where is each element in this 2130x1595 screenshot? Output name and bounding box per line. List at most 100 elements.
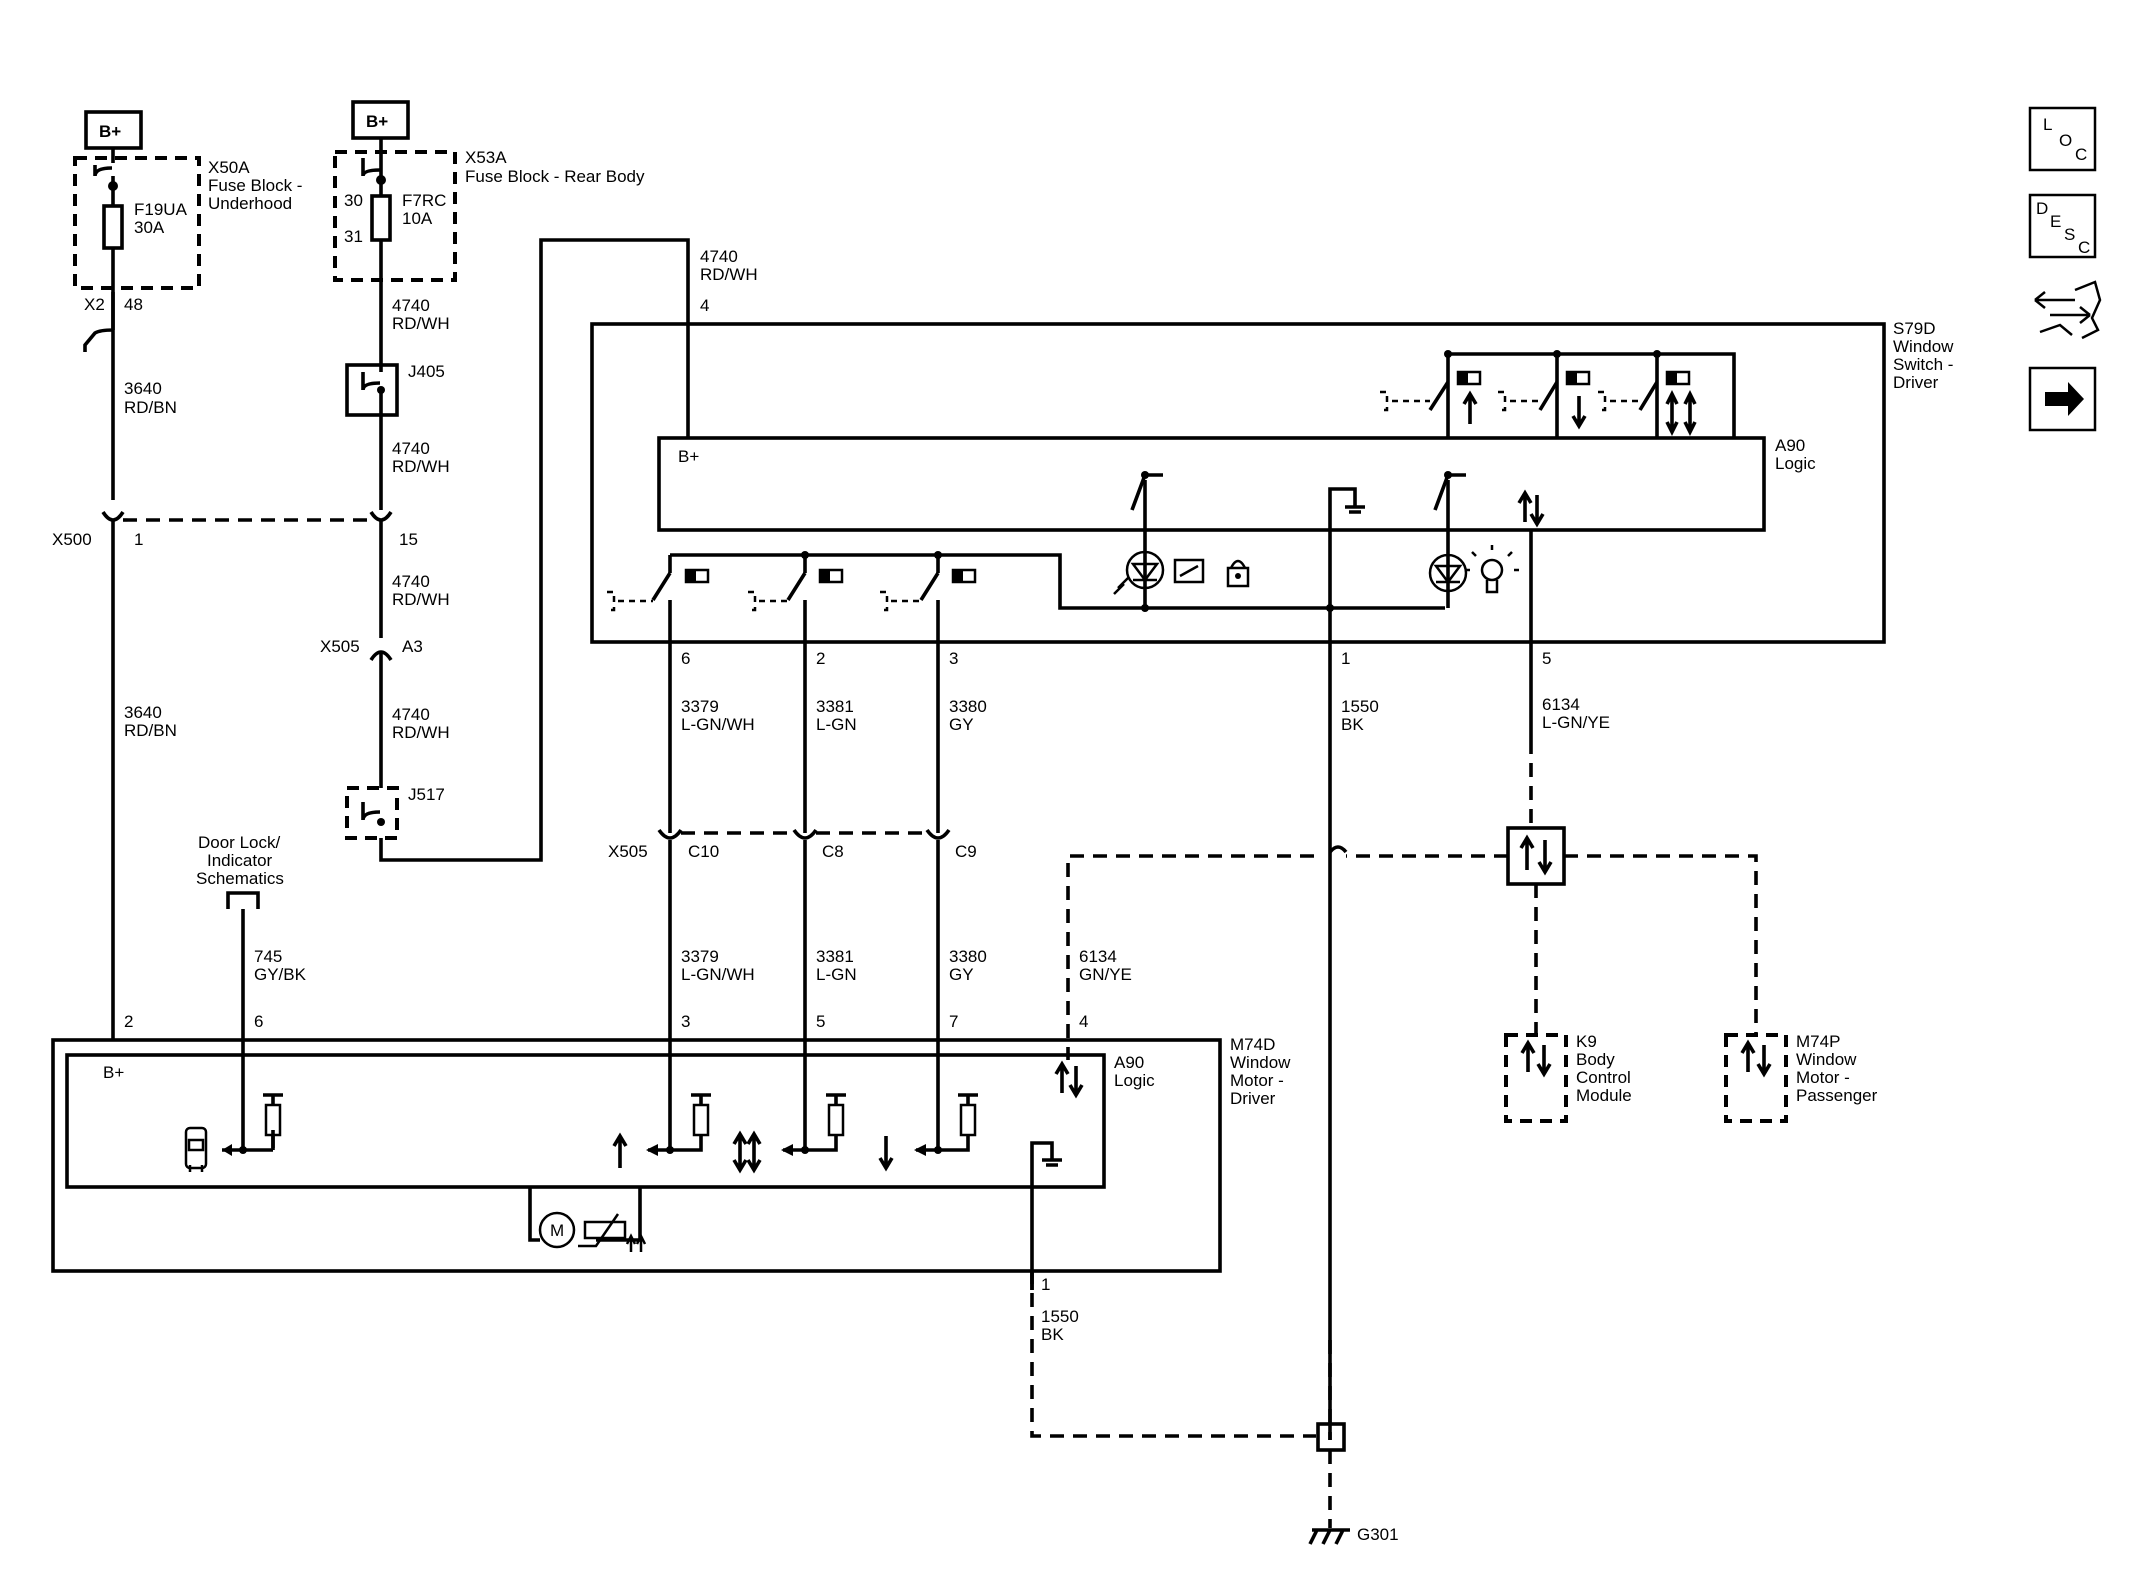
- door-ajar-icon: [184, 1126, 208, 1172]
- svg-text:Passenger: Passenger: [1796, 1086, 1878, 1105]
- svg-text:C10: C10: [688, 842, 719, 861]
- svg-text:X2: X2: [84, 295, 105, 314]
- door-lock-indicator-reference: Door Lock/ Indicator Schematics: [196, 833, 284, 909]
- svg-text:M74D: M74D: [1230, 1035, 1275, 1054]
- svg-text:Window: Window: [1796, 1050, 1857, 1069]
- lin-bus-splice: [1506, 826, 1566, 886]
- battery-supply-left: B+: [84, 110, 143, 150]
- svg-text:1550: 1550: [1341, 697, 1379, 716]
- svg-text:3380: 3380: [949, 947, 987, 966]
- svg-text:B+: B+: [103, 1063, 124, 1082]
- svg-text:X500: X500: [52, 530, 92, 549]
- svg-text:GN/YE: GN/YE: [1079, 965, 1132, 984]
- svg-text:7: 7: [949, 1012, 958, 1031]
- svg-text:5: 5: [816, 1012, 825, 1031]
- svg-text:X505: X505: [608, 842, 648, 861]
- fuse-block-underhood: X50A Fuse Block - Underhood: [73, 156, 302, 290]
- svg-text:1: 1: [1041, 1275, 1050, 1294]
- svg-text:10A: 10A: [402, 209, 433, 228]
- battery-supply-middle: B+: [351, 100, 410, 140]
- connector-views-icon[interactable]: [2034, 280, 2102, 340]
- svg-text:L: L: [2043, 115, 2052, 134]
- fuse-f19ua: F19UA 30A: [102, 200, 188, 250]
- svg-text:L-GN/YE: L-GN/YE: [1542, 713, 1610, 732]
- svg-text:K9: K9: [1576, 1032, 1597, 1051]
- svg-text:4740: 4740: [392, 296, 430, 315]
- svg-text:6: 6: [254, 1012, 263, 1031]
- svg-text:3380: 3380: [949, 697, 987, 716]
- svg-text:3640: 3640: [124, 379, 162, 398]
- lock-indicator-led: [1113, 471, 1250, 612]
- svg-text:6134: 6134: [1542, 695, 1580, 714]
- svg-text:31: 31: [344, 227, 363, 246]
- next-page-button[interactable]: [2028, 366, 2097, 432]
- svg-text:3381: 3381: [816, 697, 854, 716]
- svg-text:RD/WH: RD/WH: [392, 314, 450, 333]
- svg-text:3379: 3379: [681, 947, 719, 966]
- svg-text:S79D: S79D: [1893, 319, 1936, 338]
- svg-text:M74P: M74P: [1796, 1032, 1840, 1051]
- svg-text:3: 3: [681, 1012, 690, 1031]
- svg-text:4740: 4740: [392, 705, 430, 724]
- svg-text:M: M: [550, 1221, 564, 1240]
- svg-text:C8: C8: [822, 842, 844, 861]
- svg-text:A90: A90: [1114, 1053, 1144, 1072]
- loc-button[interactable]: L O C: [2028, 106, 2097, 172]
- svg-text:6: 6: [681, 649, 690, 668]
- window-switch-contacts: [607, 551, 1445, 833]
- body-control-module-k9: K9 Body Control Module: [1504, 1032, 1632, 1123]
- svg-text:X53A: X53A: [465, 148, 507, 167]
- svg-text:4740: 4740: [392, 572, 430, 591]
- svg-text:RD/WH: RD/WH: [392, 457, 450, 476]
- svg-text:GY: GY: [949, 715, 974, 734]
- svg-text:1: 1: [1341, 649, 1350, 668]
- svg-text:30: 30: [344, 191, 363, 210]
- desc-button[interactable]: D E S C: [2028, 193, 2097, 259]
- svg-text:F7RC: F7RC: [402, 191, 446, 210]
- svg-text:3: 3: [949, 649, 958, 668]
- svg-text:Switch -: Switch -: [1893, 355, 1953, 374]
- svg-text:Fuse Block -: Fuse Block -: [208, 176, 302, 195]
- input-pullup-resistors: [263, 1093, 978, 1152]
- svg-text:BK: BK: [1341, 715, 1364, 734]
- svg-text:Driver: Driver: [1230, 1089, 1276, 1108]
- svg-text:F19UA: F19UA: [134, 200, 188, 219]
- motor-logic-a90: B+ A90 Logic: [65, 1053, 1155, 1189]
- switch-logic-a90: B+ A90 Logic: [657, 436, 1816, 532]
- svg-text:1550: 1550: [1041, 1307, 1079, 1326]
- svg-text:RD/WH: RD/WH: [700, 265, 758, 284]
- svg-text:RD/WH: RD/WH: [392, 590, 450, 609]
- svg-text:Window: Window: [1893, 337, 1954, 356]
- svg-text:J405: J405: [408, 362, 445, 381]
- svg-text:Fuse Block - Rear Body: Fuse Block - Rear Body: [465, 167, 645, 186]
- svg-text:BK: BK: [1041, 1325, 1064, 1344]
- svg-text:2: 2: [816, 649, 825, 668]
- svg-text:GY: GY: [949, 965, 974, 984]
- svg-text:L-GN/WH: L-GN/WH: [681, 715, 755, 734]
- svg-text:RD/WH: RD/WH: [392, 723, 450, 742]
- svg-text:4: 4: [700, 296, 709, 315]
- svg-text:RD/BN: RD/BN: [124, 398, 177, 417]
- fuse-f7rc: F7RC 10A 30 31: [344, 191, 446, 246]
- svg-text:C9: C9: [955, 842, 977, 861]
- svg-text:Driver: Driver: [1893, 373, 1939, 392]
- svg-text:6134: 6134: [1079, 947, 1117, 966]
- svg-text:Door Lock/: Door Lock/: [198, 833, 280, 852]
- svg-text:GY/BK: GY/BK: [254, 965, 307, 984]
- svg-text:Underhood: Underhood: [208, 194, 292, 213]
- svg-text:B+: B+: [366, 112, 388, 131]
- svg-text:C: C: [2078, 238, 2090, 257]
- svg-text:745: 745: [254, 947, 282, 966]
- svg-text:B+: B+: [99, 122, 121, 141]
- svg-text:4740: 4740: [392, 439, 430, 458]
- svg-text:4740: 4740: [700, 247, 738, 266]
- svg-text:3640: 3640: [124, 703, 162, 722]
- svg-text:Motor -: Motor -: [1230, 1071, 1284, 1090]
- svg-text:Body: Body: [1576, 1050, 1615, 1069]
- svg-text:2: 2: [124, 1012, 133, 1031]
- svg-text:L-GN: L-GN: [816, 965, 857, 984]
- svg-text:O: O: [2059, 131, 2072, 150]
- svg-text:C: C: [2075, 145, 2087, 164]
